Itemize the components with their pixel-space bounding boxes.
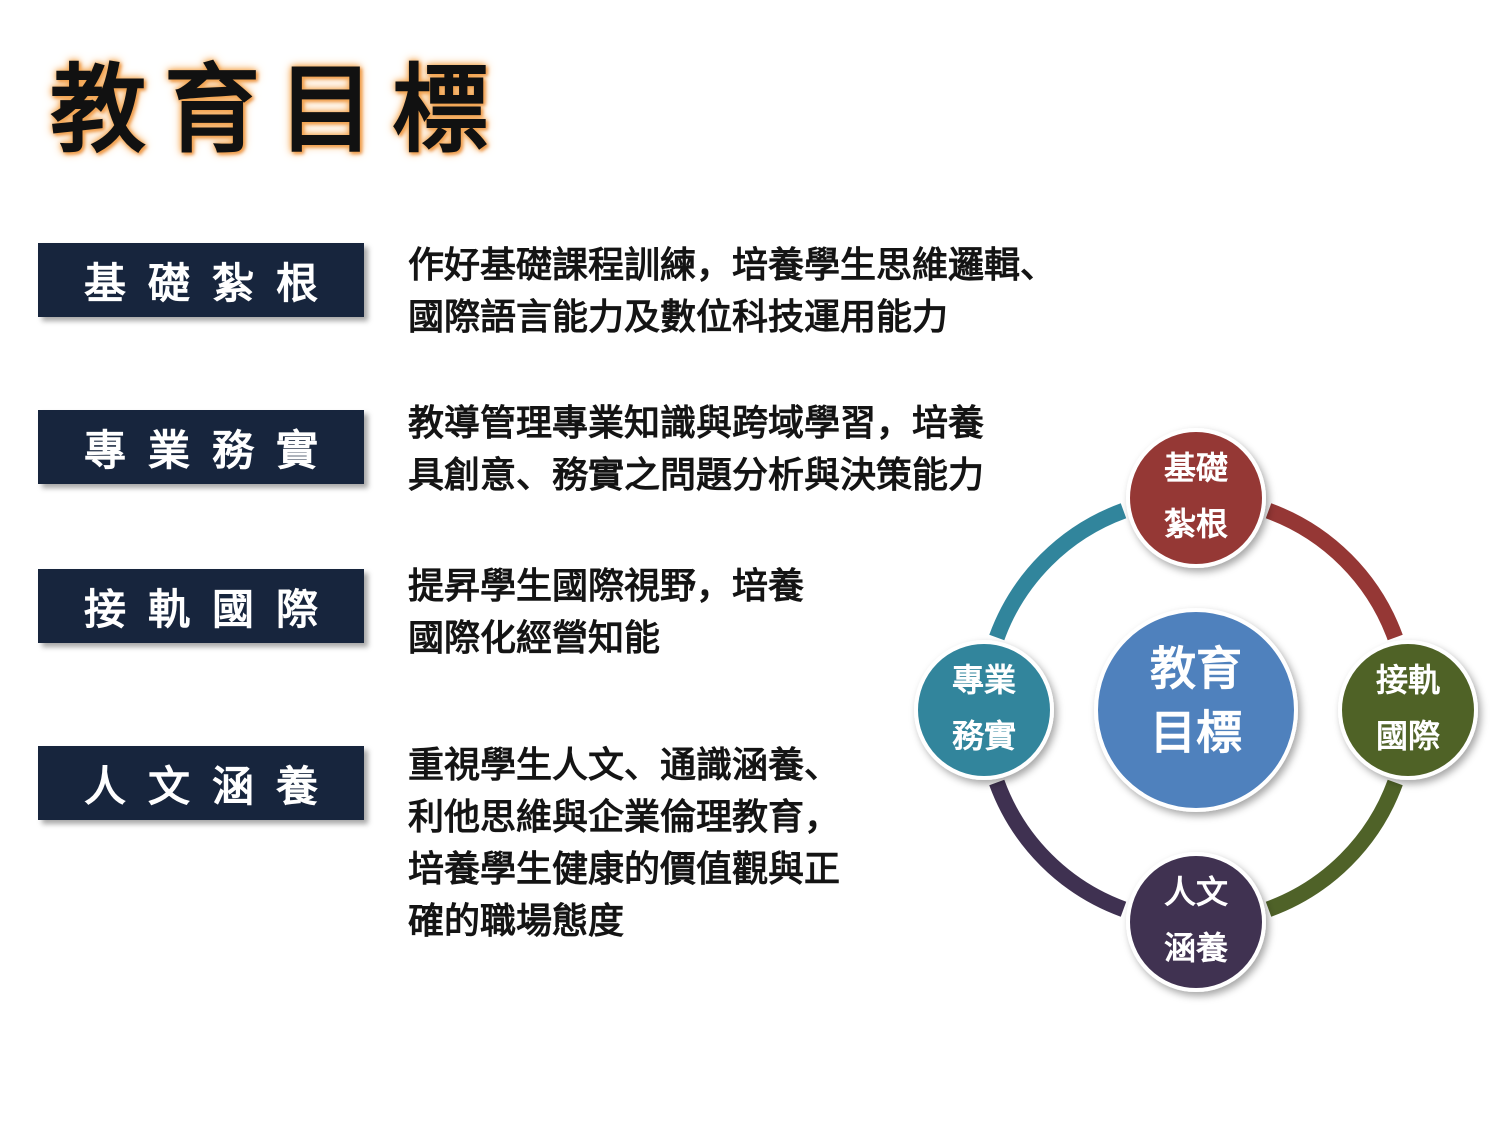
- node-label: 接軌: [1376, 661, 1440, 699]
- desc-line: 教導管理專業知識與跨域學習，培養: [408, 403, 985, 444]
- node-circle: [1338, 640, 1478, 780]
- label-humanities: 人文涵養: [38, 746, 364, 820]
- node-circle: [1126, 428, 1266, 568]
- desc-line: 具創意、務實之問題分析與決策能力: [408, 455, 985, 496]
- desc-foundation: 作好基礎課程訓練，培養學生思維邏輯、 國際語言能力及數位科技運用能力: [408, 240, 1056, 344]
- desc-humanities: 重視學生人文、通識涵養、 利他思維與企業倫理教育， 培養學生健康的價值觀與正 確…: [408, 740, 840, 948]
- desc-line: 利他思維與企業倫理教育，: [408, 797, 841, 838]
- node-label: 人文: [1164, 873, 1228, 911]
- node-professional: 專業務實: [914, 640, 1054, 780]
- label-international: 接軌國際: [38, 569, 364, 643]
- desc-line: 培養學生健康的價值觀與正: [408, 849, 841, 890]
- desc-international: 提昇學生國際視野，培養 國際化經營知能: [408, 561, 804, 665]
- cycle-arcs: [989, 503, 1403, 917]
- desc-professional: 教導管理專業知識與跨域學習，培養 具創意、務實之問題分析與決策能力: [408, 398, 984, 502]
- node-humanities: 人文涵養: [1126, 852, 1266, 992]
- center-label-line2: 目標: [1150, 706, 1242, 760]
- center-circle: 教育 目標: [1094, 608, 1298, 812]
- node-label: 專業: [952, 661, 1016, 699]
- cycle-arc: [989, 779, 1127, 917]
- cycle-arc: [989, 503, 1127, 641]
- node-label: 紮根: [1164, 505, 1228, 543]
- cycle-arc: [1265, 779, 1403, 917]
- page-title: 教育目標: [50, 53, 506, 166]
- label-professional: 專業務實: [38, 410, 364, 484]
- node-label: 國際: [1376, 717, 1440, 755]
- node-foundation: 基礎紮根: [1126, 428, 1266, 568]
- node-circle: [1126, 852, 1266, 992]
- desc-line: 重視學生人文、通識涵養、: [408, 745, 841, 786]
- desc-line: 作好基礎課程訓練，培養學生思維邏輯、: [408, 245, 1057, 286]
- node-label: 基礎: [1164, 449, 1228, 487]
- label-foundation: 基礎紮根: [38, 243, 364, 317]
- cycle-arc: [1265, 503, 1403, 641]
- center-label-line1: 教育: [1150, 642, 1242, 696]
- desc-line: 確的職場態度: [408, 901, 625, 942]
- node-circle: [914, 640, 1054, 780]
- node-label: 務實: [952, 717, 1016, 755]
- desc-line: 國際化經營知能: [408, 618, 661, 659]
- node-label: 涵養: [1164, 929, 1228, 967]
- desc-line: 提昇學生國際視野，培養: [408, 566, 805, 607]
- desc-line: 國際語言能力及數位科技運用能力: [408, 297, 949, 338]
- node-international: 接軌國際: [1338, 640, 1478, 780]
